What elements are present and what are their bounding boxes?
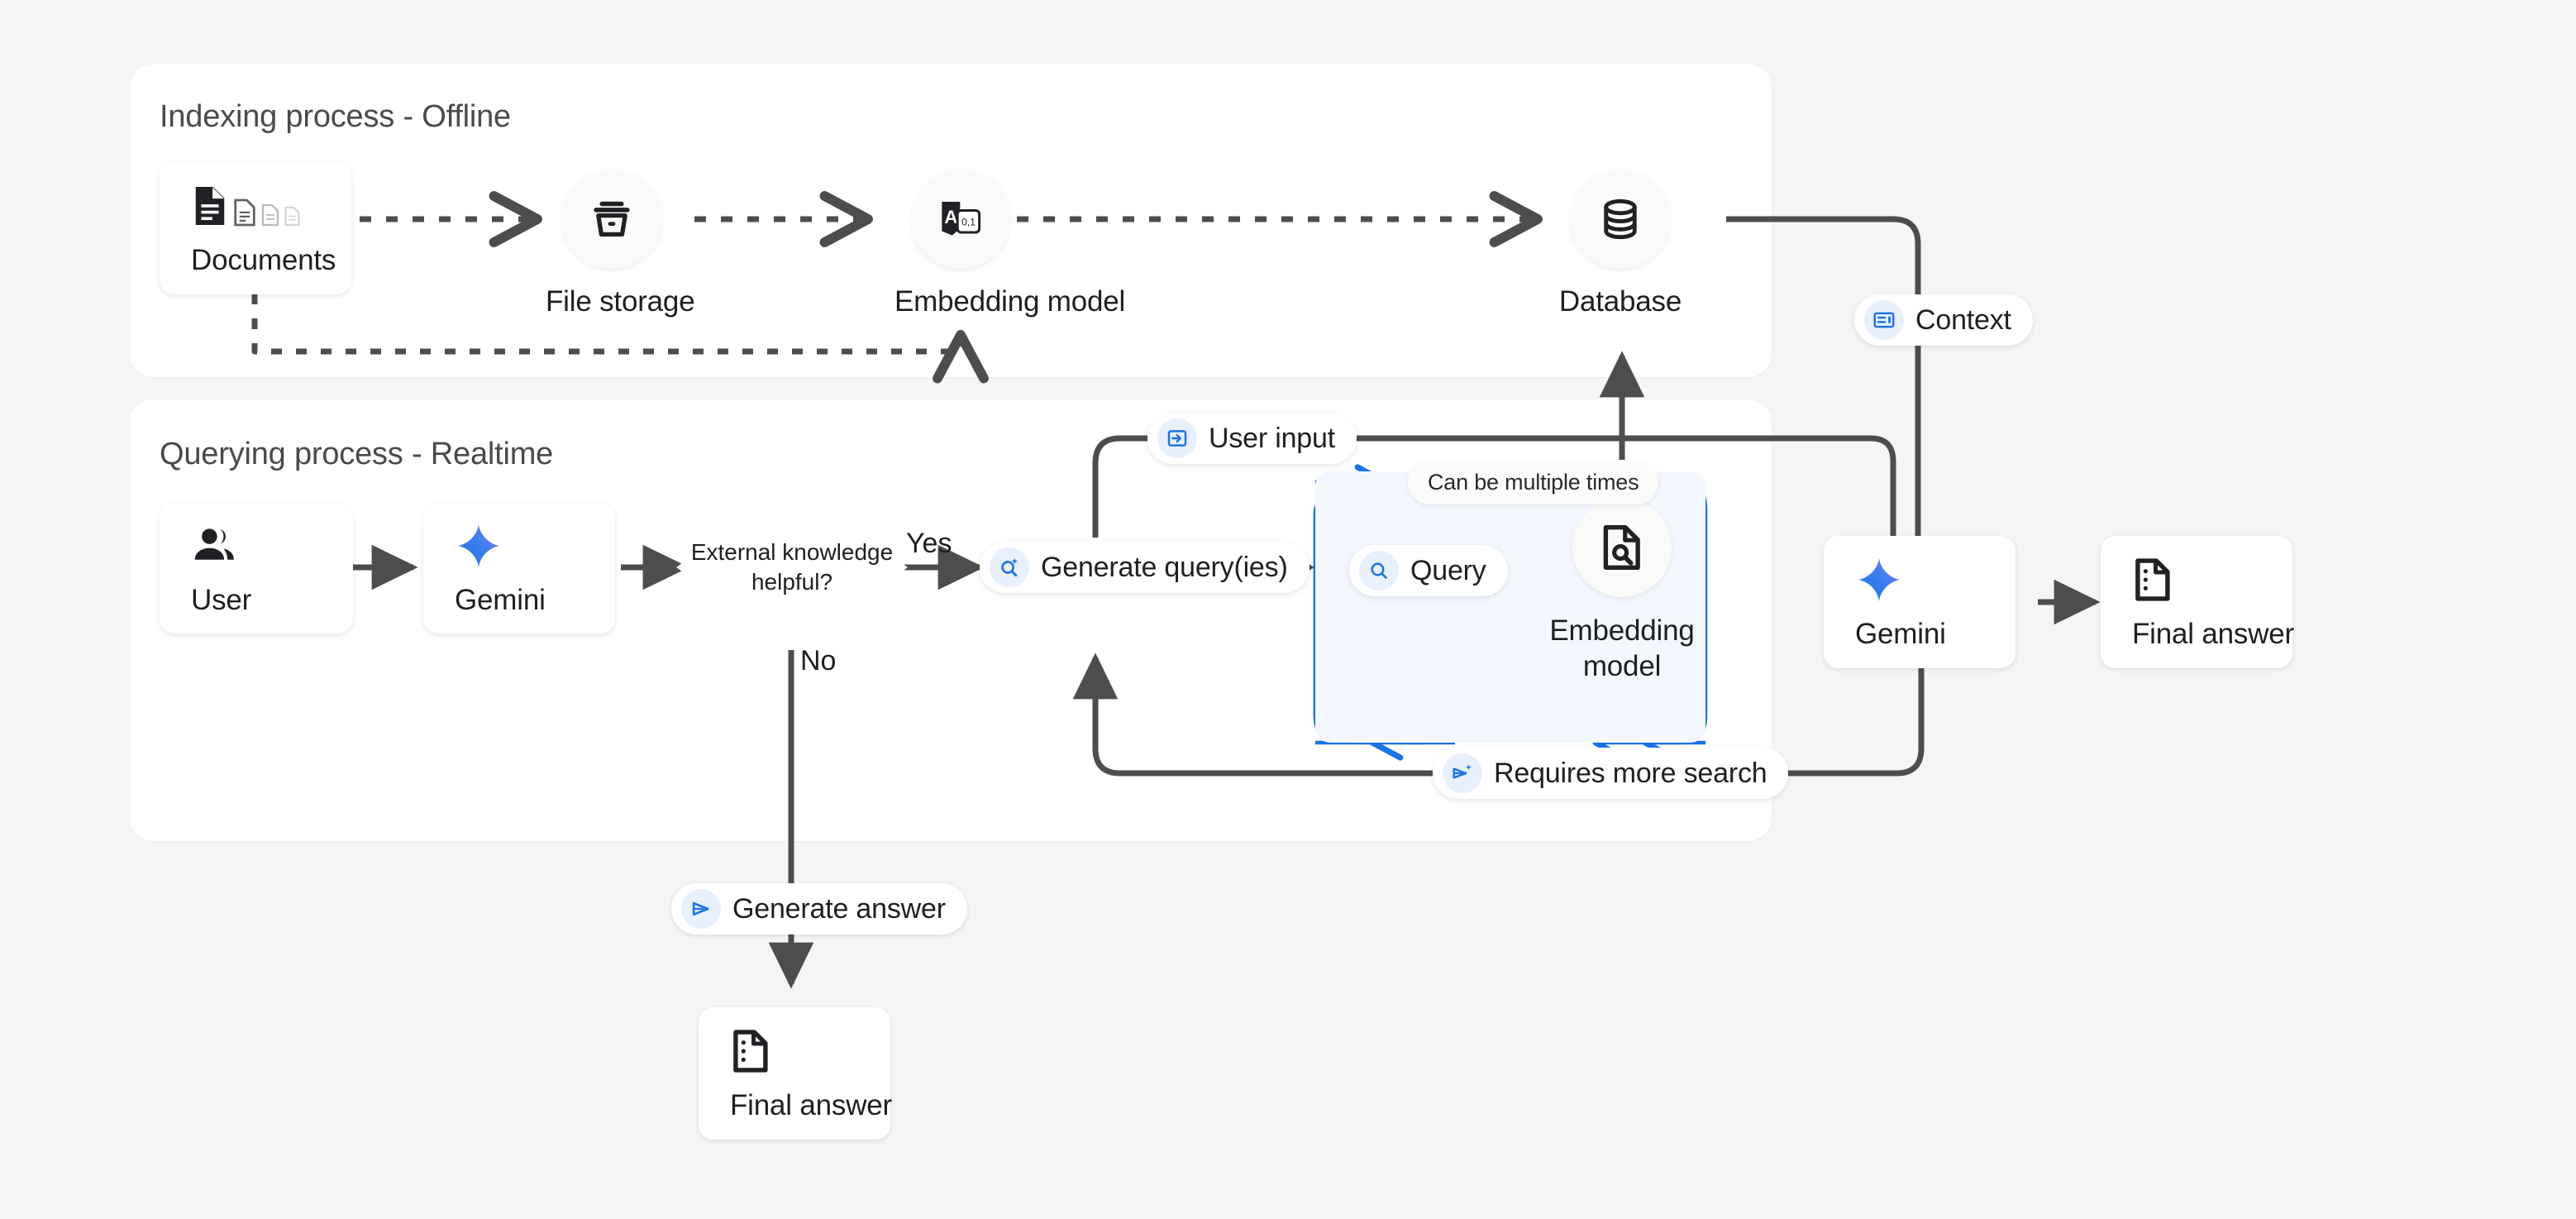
node-database[interactable]: Database — [1554, 170, 1686, 318]
node-gemini-left-label: Gemini — [455, 584, 546, 616]
node-final-answer-bottom-label: Final answer — [730, 1089, 893, 1121]
node-gemini-left[interactable]: Gemini — [423, 503, 615, 633]
panel-querying-title: Querying process - Realtime — [160, 437, 554, 471]
node-final-answer-right[interactable]: Final answer — [2101, 536, 2295, 668]
node-embedding-model-query-label: Embedding model — [1549, 614, 1695, 682]
svg-text:0,1: 0,1 — [961, 217, 976, 228]
doc-tertiary-icon — [261, 203, 279, 227]
chip-generate-queries[interactable]: Generate query(ies) — [980, 542, 1309, 593]
document-search-icon — [1603, 525, 1640, 570]
chip-context-label: Context — [1915, 304, 2011, 336]
database-icon — [1604, 198, 1637, 240]
search-sparkle-icon-wrap — [990, 547, 1029, 587]
node-documents[interactable]: Documents — [160, 162, 351, 294]
answer-doc-icon-wrap-bottom — [730, 1025, 890, 1078]
node-embedding-model-index[interactable]: A 0,1 Embedding model — [894, 170, 1126, 318]
text-to-vector-icon-wrap: A 0,1 — [911, 170, 1010, 269]
archive-box-icon-wrap — [562, 170, 661, 269]
answer-doc-icon — [2135, 558, 2170, 601]
chip-requires-more-search-label: Requires more search — [1494, 757, 1767, 789]
documents-icon — [191, 179, 351, 232]
node-decision-label: External knowledge helpful? — [690, 538, 894, 595]
database-icon-wrap — [1571, 170, 1670, 269]
node-embedding-model-query[interactable]: Embedding model — [1549, 498, 1695, 684]
text-to-vector-icon: A 0,1 — [942, 202, 981, 236]
send-sparkle-icon-wrap — [1443, 753, 1482, 793]
chip-can-be-multiple-times: Can be multiple times — [1408, 460, 1659, 504]
node-decision[interactable]: External knowledge helpful? — [676, 485, 908, 650]
context-card-icon — [1873, 312, 1895, 328]
doc-secondary-icon — [234, 198, 255, 227]
doc-primary-icon — [195, 187, 225, 225]
users-icon — [194, 528, 234, 560]
node-user-label: User — [191, 584, 252, 616]
node-final-answer-right-label: Final answer — [2132, 618, 2295, 650]
chip-user-input-label: User input — [1209, 422, 1335, 454]
svg-text:A: A — [944, 207, 957, 227]
chip-user-input[interactable]: User input — [1147, 413, 1357, 464]
node-embedding-model-index-label: Embedding model — [894, 285, 1126, 318]
chip-query[interactable]: Query — [1349, 545, 1508, 596]
search-icon-wrap — [1359, 551, 1399, 590]
input-arrow-icon — [1167, 430, 1187, 447]
answer-doc-icon — [733, 1030, 768, 1073]
chip-query-label: Query — [1410, 554, 1486, 586]
edge-label-yes: Yes — [906, 528, 952, 559]
send-icon-wrap — [681, 889, 721, 929]
chip-requires-more-search[interactable]: Requires more search — [1433, 748, 1789, 799]
document-search-icon-wrap — [1572, 498, 1672, 597]
gemini-sparkle-icon — [1858, 557, 1901, 602]
chip-generate-answer-label: Generate answer — [732, 892, 946, 925]
send-sparkle-icon — [1453, 764, 1472, 779]
input-arrow-icon-wrap — [1157, 418, 1197, 458]
gemini-sparkle-icon-wrap-right — [1855, 553, 2015, 606]
gemini-sparkle-icon-wrap — [455, 519, 615, 572]
gemini-sparkle-icon — [457, 523, 500, 568]
users-icon-wrap — [191, 519, 353, 572]
edge-label-no: No — [800, 645, 837, 676]
chip-can-be-multiple-times-label: Can be multiple times — [1428, 469, 1639, 495]
chip-generate-queries-label: Generate query(ies) — [1041, 551, 1288, 583]
send-icon — [692, 901, 709, 916]
search-sparkle-icon — [1001, 557, 1018, 577]
node-gemini-right-label: Gemini — [1855, 618, 1946, 650]
panel-indexing-title: Indexing process - Offline — [160, 99, 511, 134]
node-final-answer-bottom[interactable]: Final answer — [699, 1007, 893, 1140]
archive-box-icon — [594, 201, 630, 237]
chip-generate-answer[interactable]: Generate answer — [671, 883, 967, 935]
node-file-storage-label: File storage — [546, 285, 695, 318]
node-database-label: Database — [1558, 285, 1682, 318]
chip-context[interactable]: Context — [1854, 294, 2033, 346]
node-user[interactable]: User — [160, 503, 353, 633]
node-gemini-right[interactable]: Gemini — [1824, 536, 2015, 668]
answer-doc-icon-wrap-right — [2132, 553, 2292, 606]
search-icon — [1371, 562, 1387, 579]
node-documents-label: Documents — [191, 244, 336, 276]
doc-quaternary-icon — [284, 206, 300, 227]
node-file-storage[interactable]: File storage — [546, 170, 695, 318]
context-card-icon-wrap — [1864, 300, 1904, 340]
